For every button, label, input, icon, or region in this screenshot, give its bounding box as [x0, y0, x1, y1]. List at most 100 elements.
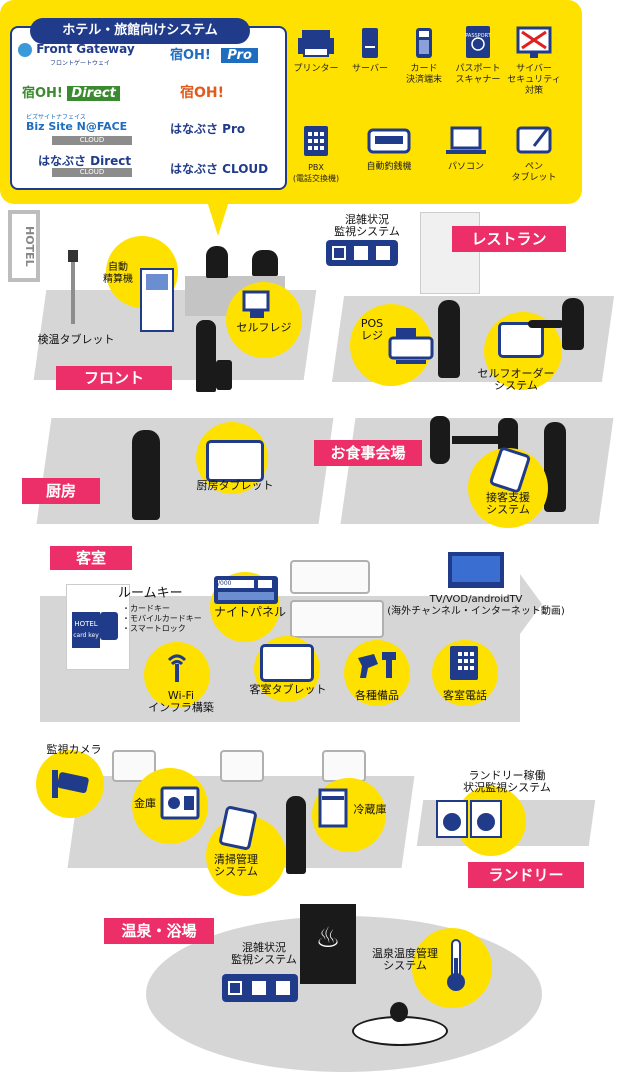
safe-label: 金庫: [134, 797, 156, 810]
hotel-card-text: HOTEL: [74, 620, 98, 628]
hot-spring-icon: ♨: [315, 921, 341, 954]
laptop-label: パソコン: [447, 162, 484, 172]
bizsite-logo: Biz Site N@FACE: [26, 120, 128, 133]
washing-machine-icon: [436, 800, 502, 838]
amenities-label: 各種備品: [355, 689, 399, 702]
hotel-sign: HOTEL: [8, 210, 40, 282]
suitcase-silhouette: [216, 360, 232, 390]
self-register-label: セルフレジ: [236, 321, 292, 334]
bizsite-cloud-tag: CLOUD: [52, 136, 132, 145]
device-server: サーバー: [341, 26, 399, 75]
server-icon: [362, 28, 378, 58]
self-order-label: セルフオーダー システム: [477, 367, 555, 392]
laptop-icon: [446, 126, 486, 154]
onsen-temp-label: 温泉温度管理 システム: [372, 947, 438, 972]
room-key-items: ・カードキー ・モバイルカードキー ・スマートロック: [122, 604, 202, 633]
safe-icon: [160, 786, 200, 820]
amenities-icon: [358, 652, 396, 678]
server-label: サーバー: [352, 64, 388, 74]
self-register-icon: [242, 290, 270, 318]
wifi-icon: [167, 654, 187, 682]
chef-silhouette: [132, 430, 160, 520]
receptionist-silhouette: [206, 246, 228, 278]
camera-label: 監視カメラ: [46, 743, 102, 756]
pen-tablet-icon: [516, 126, 552, 154]
payment-machine-icon: [140, 268, 174, 332]
room-key-label: ルームキー: [118, 586, 183, 601]
hanabusa-cloud-tag: CLOUD: [52, 168, 132, 177]
pro-tag: Pro: [221, 48, 258, 63]
yadooh-direct-logo: 宿OH! Direct: [22, 82, 120, 101]
laundry-monitor-label: ランドリー稼働 状況監視システム: [463, 769, 551, 794]
laundry-area-label: ランドリー: [468, 862, 584, 888]
temp-tablet-label: 検温タブレット: [37, 333, 115, 346]
systems-logo-box: Front Gateway フロントゲートウェイ 宿OH! Pro 宿OH! D…: [10, 26, 287, 190]
onsen-area-label: 温泉・浴場: [104, 918, 214, 944]
kitchen-area-label: 厨房: [22, 478, 100, 504]
kitchen-tablet-icon: [206, 440, 264, 482]
card-key-text: card key: [73, 632, 99, 639]
pos-label: POS レジ: [360, 317, 384, 342]
hanabusa-cloud-logo: はなぶさ CLOUD: [170, 162, 269, 176]
night-panel-icon: /000: [214, 576, 278, 604]
auto-payment-label: 自動 精算機: [103, 262, 133, 285]
printer-icon: [298, 30, 334, 57]
card-terminal-icon: [416, 28, 432, 58]
thermometer-icon: [447, 939, 465, 991]
device-pbx: PBX (電話交換機): [287, 124, 345, 184]
room-phone-label: 客室電話: [443, 689, 487, 702]
pbx-label: PBX (電話交換機): [292, 163, 340, 183]
wifi-label: Wi-Fi インフラ構築: [148, 689, 214, 714]
guest-room-area-label: 客室: [50, 546, 132, 570]
security-camera-icon: [52, 770, 89, 798]
door-lock-icon: [100, 612, 118, 640]
printer-label: プリンター: [293, 64, 339, 74]
cleaning-bed-3: [322, 750, 366, 782]
device-passport-scanner: パスポート スキャナー: [449, 26, 507, 86]
hanabusa-direct-logo: はなぶさ Direct: [38, 154, 132, 168]
front-gateway-logo: Front Gateway: [18, 42, 135, 57]
yadooh-direct-text: 宿OH!: [22, 86, 63, 101]
night-panel-display: /000: [218, 580, 254, 588]
restaurant-doorway: [420, 212, 480, 294]
direct-tag: Direct: [67, 86, 120, 101]
cyber-security-icon: [516, 26, 552, 58]
change-machine-icon: [367, 128, 411, 154]
hanabusa-pro-logo: はなぶさ Pro: [170, 122, 246, 136]
device-pen-tablet: ペン タブレット: [505, 124, 563, 184]
bed-bottom: [290, 600, 384, 638]
passport-text: PASSPORT: [465, 33, 491, 39]
device-laptop: パソコン: [437, 124, 495, 173]
yadooh-pro-logo: 宿OH! Pro: [170, 44, 258, 63]
guest-room-arrow: [520, 574, 542, 634]
fridge-icon: [318, 788, 348, 828]
guest-silhouette: [196, 320, 216, 392]
hotel-card-key-icon: HOTEL card key: [72, 612, 100, 648]
bed-top: [290, 560, 370, 594]
tv-label: TV/VOD/androidTV (海外チャンネル・インターネット動画): [387, 594, 565, 617]
onsen-congestion-monitor-icon: [222, 974, 298, 1002]
tv-icon: [448, 552, 504, 588]
temp-tablet-head: [68, 250, 78, 262]
pos-register-icon: [388, 328, 434, 364]
night-panel-label: ナイトパネル: [213, 605, 286, 619]
hotel-sign-text: HOTEL: [12, 214, 36, 278]
amenities-circle: [344, 640, 410, 706]
diner-left-silhouette: [430, 416, 450, 464]
device-printer: プリンター: [287, 26, 345, 75]
kitchen-tablet-label: 厨房タブレット: [196, 479, 274, 492]
front-gateway-kana: フロントゲートウェイ: [50, 60, 111, 67]
bather-silhouette: [390, 1002, 408, 1022]
passport-label: パスポート スキャナー: [455, 64, 501, 85]
restaurant-area-label: レストラン: [452, 226, 566, 252]
yadooh-logo: 宿OH!: [180, 85, 225, 101]
diner-silhouette: [562, 298, 584, 350]
kitchen-floor: [36, 418, 334, 524]
cleaning-bed-2: [220, 750, 264, 782]
yadooh-pro-text: 宿OH!: [170, 48, 211, 63]
dining-hall-area-label: お食事会場: [314, 440, 422, 466]
change-machine-label: 自動釣銭機: [366, 162, 412, 172]
table-silhouette: [528, 320, 564, 328]
onsen-sign: ♨: [300, 904, 356, 984]
panel-pointer: [206, 198, 230, 236]
